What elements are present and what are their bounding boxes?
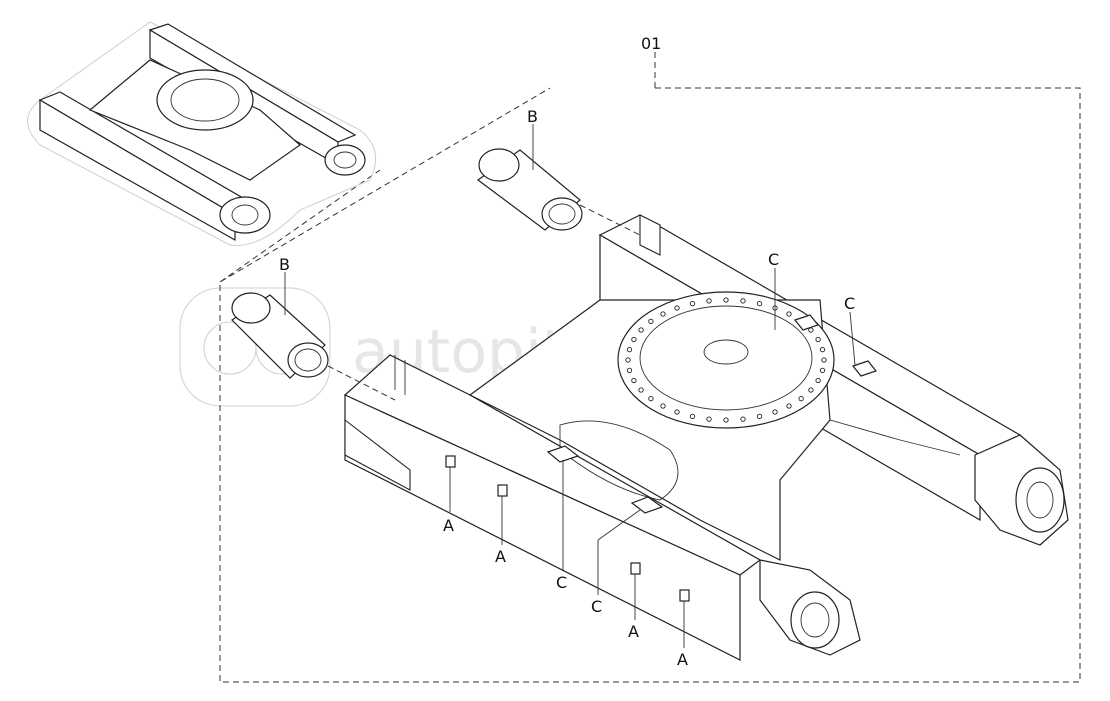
bolt-hole <box>648 395 654 402</box>
bolt-hole <box>723 297 729 303</box>
assembly-label-01: 01 <box>641 34 661 53</box>
bolt-hole <box>648 318 654 325</box>
pin-b-upper <box>476 148 583 231</box>
bolt-hole <box>815 336 821 343</box>
center-lines <box>327 204 641 401</box>
bolt-hole <box>631 377 637 384</box>
bolt-hole <box>756 413 763 420</box>
left-side-member <box>343 354 861 661</box>
bolt-hole <box>625 357 631 363</box>
label-b-lower: B <box>279 255 290 274</box>
bolt-hole <box>740 298 746 304</box>
bolt-hole <box>689 413 696 420</box>
label-c-top-right: C <box>844 294 855 313</box>
label-c-bottom-right: C <box>591 597 602 616</box>
label-a3: A <box>628 622 639 641</box>
bolt-hole <box>819 346 826 353</box>
center-body <box>468 291 961 561</box>
callout-labels: 01 B B C C A A C C A A <box>279 34 855 669</box>
leader-lines <box>284 124 856 648</box>
label-b-upper: B <box>527 107 538 126</box>
bolt-hole <box>626 346 633 353</box>
bolt-hole <box>798 395 804 402</box>
bolt-hole <box>626 367 633 374</box>
bolt-hole <box>660 403 666 409</box>
bolt-hole <box>660 311 666 317</box>
overview-thumbnail <box>27 21 377 247</box>
bolt-hole <box>674 409 680 415</box>
bolt-hole <box>808 387 814 393</box>
bolt-hole <box>706 416 712 422</box>
label-a4: A <box>677 650 688 669</box>
bolt-hole <box>638 387 644 393</box>
label-c-bottom-left: C <box>556 573 567 592</box>
bolt-hole <box>740 416 746 422</box>
bolt-hole <box>815 377 821 384</box>
bolt-hole <box>786 311 792 317</box>
label-c-top-left: C <box>768 250 779 269</box>
bolt-hole <box>756 300 763 307</box>
bolt-hole <box>819 367 826 374</box>
pin-b-lower <box>231 292 329 379</box>
bolt-hole <box>786 403 792 409</box>
bearing-bolt-holes <box>625 297 827 423</box>
bolt-hole <box>631 336 637 343</box>
label-a2: A <box>495 547 506 566</box>
bolt-hole <box>706 298 712 304</box>
bolt-hole <box>689 300 696 307</box>
bolt-hole <box>638 327 644 333</box>
detail-frame <box>219 52 1081 683</box>
label-a1: A <box>443 516 454 535</box>
bolt-hole <box>723 417 729 423</box>
bolt-hole <box>821 357 827 363</box>
bolt-hole <box>772 409 778 415</box>
bolt-hole <box>674 305 680 311</box>
plates <box>445 314 878 602</box>
